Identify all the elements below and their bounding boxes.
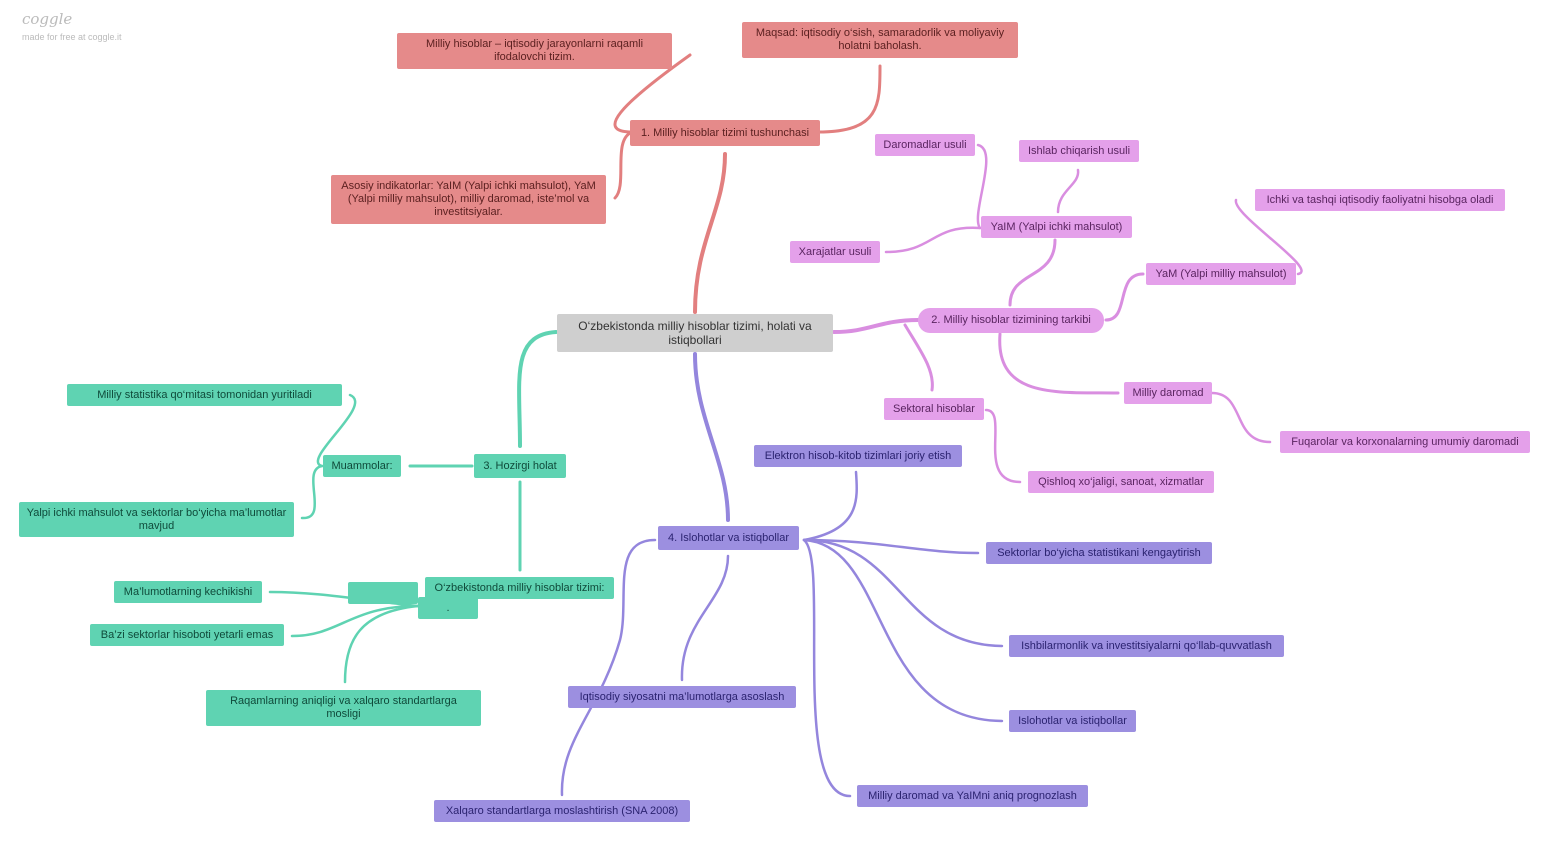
node-reforms-prospects[interactable]: Islohotlar va istiqbollar	[1009, 710, 1136, 732]
node-accuracy-standards-label: Raqamlarning aniqligi va xalqaro standar…	[230, 695, 457, 720]
node-total-income-label: Fuqarolar va korxonalarning umumiy darom…	[1291, 435, 1519, 448]
node-business-support-label: Ishbilarmonlik va investitsiyalarni qo‘l…	[1021, 639, 1272, 652]
node-national-income-label: Milliy daromad	[1132, 386, 1204, 399]
link-center-b3	[517, 330, 558, 448]
link-b4-sekt	[802, 538, 980, 555]
node-sna-2008[interactable]: Xalqaro standartlarga moslashtirish (SNA…	[434, 800, 690, 822]
node-sna-2008-label: Xalqaro standartlarga moslashtirish (SNA…	[445, 804, 679, 817]
link-b4-xalq	[560, 538, 657, 797]
node-national-income[interactable]: Milliy daromad	[1124, 382, 1212, 404]
branch-1-label: 1. Milliy hisoblar tizimi tushunchasi	[640, 126, 810, 139]
node-statistics-committee[interactable]: Milliy statistika qo‘mitasi tomonidan yu…	[67, 384, 342, 406]
branch-2-structure[interactable]: 2. Milliy hisoblar tizimining tarkibi	[918, 308, 1104, 333]
node-data-delay-label: Ma’lumotlarning kechikishi	[123, 585, 253, 598]
node-data-based-policy-label: Iqtisodiy siyosatni ma’lumotlarga asosla…	[579, 690, 785, 703]
node-yaim-label: YaIM (Yalpi ichki mahsulot)	[990, 220, 1123, 233]
node-yam-label: YaM (Yalpi milliy mahsulot)	[1155, 267, 1287, 280]
node-sectors-list[interactable]: Qishloq xo‘jaligi, sanoat, xizmatlar	[1028, 471, 1214, 493]
link-b2-sek	[903, 323, 934, 392]
node-insufficient-reports[interactable]: Ba’zi sektorlar hisoboti yetarli emas	[90, 624, 284, 646]
branch-1-concept[interactable]: 1. Milliy hisoblar tizimi tushunchasi	[630, 120, 820, 146]
node-total-income[interactable]: Fuqarolar va korxonalarning umumiy darom…	[1280, 431, 1530, 453]
link-b2-yam	[1104, 272, 1145, 322]
link-b2-yaim	[1008, 238, 1057, 307]
link-muam-mst	[316, 393, 357, 468]
node-internal-external-label: Ichki va tashqi iqtisodiy faoliyatni his…	[1266, 193, 1494, 206]
node-definition[interactable]: Milliy hisoblar – iqtisodiy jarayonlarni…	[397, 33, 672, 69]
link-b1-ind	[613, 130, 634, 200]
node-data-based-policy[interactable]: Iqtisodiy siyosatni ma’lumotlarga asosla…	[568, 686, 796, 708]
link-yaim-ishlab	[1056, 168, 1080, 214]
node-sectors-list-label: Qishloq xo‘jaligi, sanoat, xizmatlar	[1038, 475, 1204, 488]
link-center-b1	[693, 152, 727, 314]
branch-4-reforms[interactable]: 4. Islohotlar va istiqbollar	[658, 526, 799, 550]
link-yaim-xar	[884, 226, 982, 254]
link-dot-bazi	[290, 604, 420, 638]
node-sectoral-accounts-label: Sektoral hisoblar	[893, 402, 975, 415]
node-expenditure-method-label: Xarajatlar usuli	[798, 245, 872, 258]
branch-3-label: 3. Hozirgi holat	[483, 459, 557, 472]
node-production-method[interactable]: Ishlab chiqarish usuli	[1019, 140, 1139, 162]
central-topic[interactable]: O‘zbekistonda milliy hisoblar tizimi, ho…	[557, 314, 833, 352]
node-expenditure-method[interactable]: Xarajatlar usuli	[790, 241, 880, 263]
node-business-support[interactable]: Ishbilarmonlik va investitsiyalarni qo‘l…	[1009, 635, 1284, 657]
node-dot-label: .	[446, 601, 450, 614]
node-accuracy-standards[interactable]: Raqamlarning aniqligi va xalqaro standar…	[206, 690, 481, 726]
link-md-fuq	[1210, 391, 1272, 444]
coggle-tagline: made for free at coggle.it	[22, 32, 122, 42]
node-uzbekistan-system-label: O‘zbekistonda milliy hisoblar tizimi:	[434, 581, 605, 594]
node-forecasting[interactable]: Milliy daromad va YaIMni aniq prognozlas…	[857, 785, 1088, 807]
node-internal-external[interactable]: Ichki va tashqi iqtisodiy faoliyatni his…	[1255, 189, 1505, 211]
link-yam-ichki	[1234, 198, 1303, 276]
node-statistics-committee-label: Milliy statistika qo‘mitasi tomonidan yu…	[97, 388, 312, 401]
node-goal[interactable]: Maqsad: iqtisodiy o‘sish, samaradorlik v…	[742, 22, 1018, 58]
node-gdp-data-available[interactable]: Yalpi ichki mahsulot va sektorlar bo‘yic…	[19, 502, 294, 537]
node-sectoral-accounts[interactable]: Sektoral hisoblar	[884, 398, 984, 420]
link-muam-yalpi	[300, 464, 324, 520]
link-center-b4	[693, 352, 730, 522]
node-dot[interactable]: .	[418, 597, 478, 619]
node-data-delay[interactable]: Ma’lumotlarning kechikishi	[114, 581, 262, 603]
coggle-logo: coggle	[22, 10, 73, 28]
link-yaim-dar	[976, 143, 988, 230]
node-goal-label: Maqsad: iqtisodiy o‘sish, samaradorlik v…	[755, 27, 1005, 52]
branch-3-current-state[interactable]: 3. Hozirgi holat	[474, 454, 566, 478]
central-topic-label: O‘zbekistonda milliy hisoblar tizimi, ho…	[578, 319, 812, 347]
node-income-method-label: Daromadlar usuli	[883, 138, 967, 151]
node-income-method[interactable]: Daromadlar usuli	[875, 134, 975, 156]
link-b4-ishbil	[802, 538, 1004, 648]
link-b2-md	[998, 332, 1120, 395]
branch-4-label: 4. Islohotlar va istiqbollar	[667, 531, 790, 544]
node-forecasting-label: Milliy daromad va YaIMni aniq prognozlas…	[868, 789, 1077, 802]
node-yaim[interactable]: YaIM (Yalpi ichki mahsulot)	[981, 216, 1132, 238]
node-reforms-prospects-label: Islohotlar va istiqbollar	[1018, 714, 1127, 727]
node-gdp-data-available-label: Yalpi ichki mahsulot va sektorlar bo‘yic…	[26, 506, 287, 532]
node-electronic-systems-label: Elektron hisob-kitob tizimlari joriy eti…	[764, 449, 952, 462]
link-b1-def	[613, 53, 692, 134]
node-yam[interactable]: YaM (Yalpi milliy mahsulot)	[1146, 263, 1296, 285]
link-sek-qish	[984, 408, 1022, 484]
node-production-method-label: Ishlab chiqarish usuli	[1027, 144, 1131, 157]
node-uzbekistan-system[interactable]: O‘zbekistonda milliy hisoblar tizimi:	[425, 577, 614, 599]
node-expand-statistics-label: Sektorlar bo‘yicha statistikani kengayti…	[997, 546, 1201, 559]
node-problems-label: Muammolar:	[331, 459, 393, 472]
node-insufficient-reports-label: Ba’zi sektorlar hisoboti yetarli emas	[100, 628, 274, 641]
link-dot-raq	[343, 604, 420, 684]
node-indicators[interactable]: Asosiy indikatorlar: YaIM (Yalpi ichki m…	[331, 175, 606, 224]
link-center-b2	[832, 318, 920, 334]
node-indicators-label: Asosiy indikatorlar: YaIM (Yalpi ichki m…	[341, 180, 596, 218]
node-empty[interactable]	[348, 582, 418, 604]
link-b4-islo	[802, 538, 1004, 723]
node-problems[interactable]: Muammolar:	[323, 455, 401, 477]
coggle-watermark: coggle made for free at coggle.it	[22, 10, 122, 42]
link-b1-goal	[816, 64, 882, 134]
link-b4-elek	[802, 470, 858, 542]
node-electronic-systems[interactable]: Elektron hisob-kitob tizimlari joriy eti…	[754, 445, 962, 467]
node-expand-statistics[interactable]: Sektorlar bo‘yicha statistikani kengayti…	[986, 542, 1212, 564]
branch-2-label: 2. Milliy hisoblar tizimining tarkibi	[931, 314, 1091, 326]
link-b4-iqt	[680, 554, 730, 682]
link-b4-mdp	[802, 538, 852, 798]
node-definition-label: Milliy hisoblar – iqtisodiy jarayonlarni…	[425, 38, 644, 63]
